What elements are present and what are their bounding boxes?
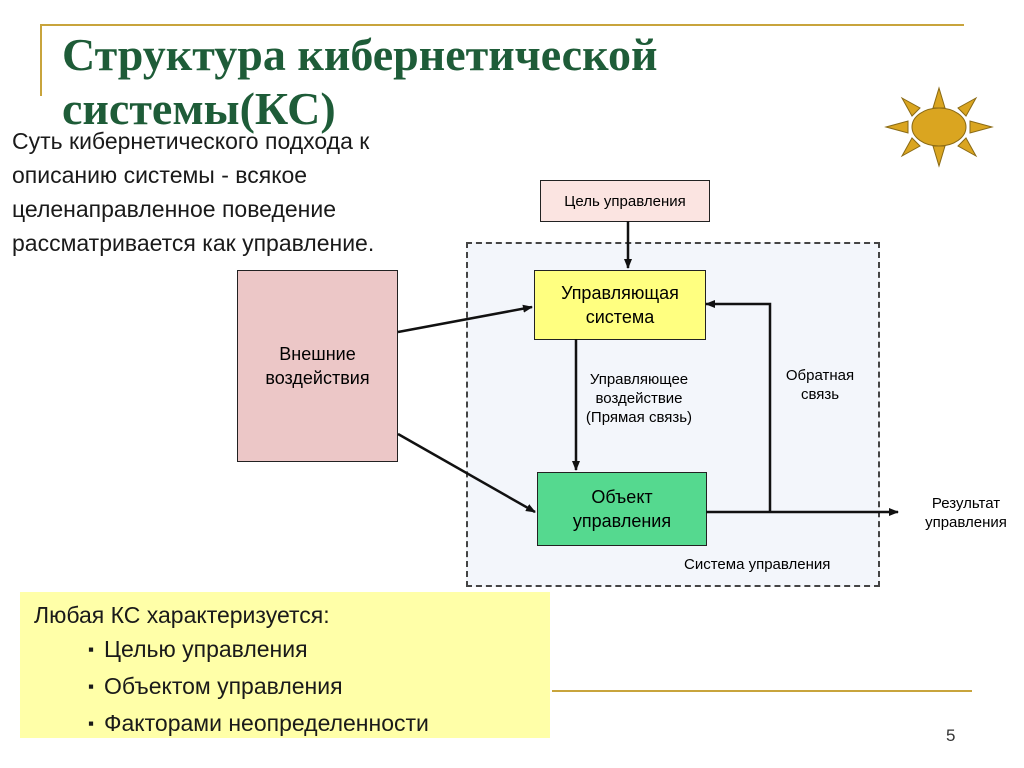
summary-list: Целью управления Объектом управления Фак… (34, 632, 550, 743)
title-side-rule (40, 24, 42, 96)
external-label: Внешние воздействия (265, 344, 370, 388)
intro-text: Суть кибернетического подхода к описанию… (12, 128, 375, 256)
control-object-box: Объект управления (537, 472, 707, 546)
summary-heading: Любая КС характеризуется: (34, 602, 330, 628)
goal-label: Цель управления (564, 192, 686, 210)
list-item: Факторами неопределенности (88, 706, 550, 743)
control-object-label: Объект управления (572, 487, 672, 531)
direct-link-label: Управляющее воздействие (Прямая связь) (585, 371, 693, 426)
system-label: Система управления (684, 556, 831, 573)
control-system-box: Управляющая система (534, 270, 706, 340)
goal-box: Цель управления (540, 180, 710, 222)
bottom-rule (552, 690, 972, 692)
feedback-arrow (705, 300, 772, 512)
slide-title: Структура кибернетической системы(КС) (62, 29, 658, 134)
control-system-label: Управляющая система (561, 283, 679, 327)
feedback-label: Обратная связь (785, 367, 855, 403)
title-rule (40, 24, 964, 26)
external-to-object-arrow (397, 432, 536, 514)
external-influences-box: Внешние воздействия (237, 270, 398, 462)
list-item: Целью управления (88, 632, 550, 669)
sun-icon (884, 86, 994, 168)
summary-box: Любая КС характеризуется: Целью управлен… (20, 592, 550, 738)
list-item: Объектом управления (88, 669, 550, 706)
external-to-control-arrow (397, 304, 533, 334)
result-label: Результат управления (925, 495, 1007, 531)
page-number: 5 (946, 726, 956, 745)
